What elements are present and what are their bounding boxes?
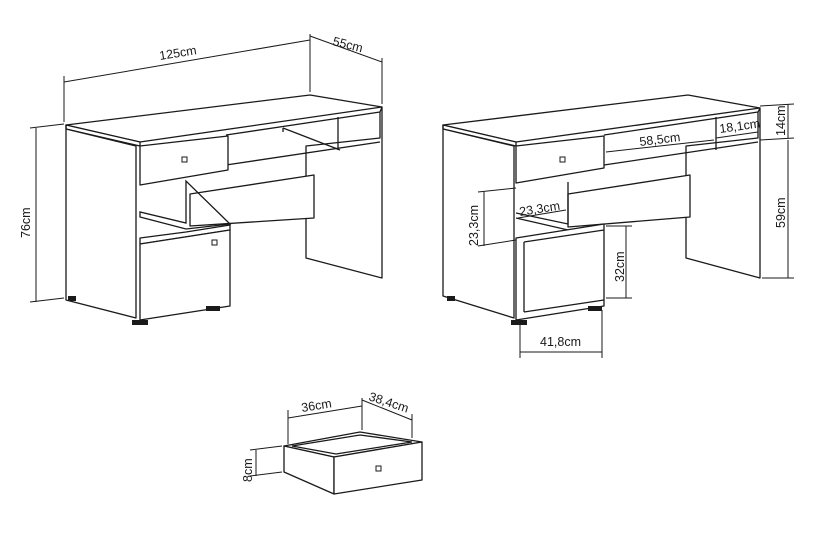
- upper-shelf-lines: [225, 111, 381, 136]
- foot-icon: [68, 296, 76, 301]
- dim-tick: [759, 137, 795, 141]
- upper-shelf-board: [225, 141, 381, 166]
- label-drawer-depth: 38,4cm: [367, 390, 410, 416]
- small-shelf-cube: [515, 182, 569, 225]
- desk-right-view: 14cm 59cm 18,1cm 58,5cm 23,3cm 23,3cm 32…: [442, 94, 795, 358]
- label-desk-width: 125cm: [158, 43, 197, 63]
- drawer-knob-icon: [559, 156, 566, 163]
- label-desk-height: 76cm: [19, 207, 33, 238]
- dim-line-inner-shelf: [715, 131, 759, 139]
- dim-tick: [249, 471, 283, 477]
- dim-line-width: [63, 39, 311, 83]
- desk-right-panel: [305, 106, 383, 279]
- foot-icon: [511, 320, 527, 325]
- dim-line-opening: [605, 139, 715, 153]
- label-drawer-width: 36cm: [300, 396, 332, 415]
- dim-line-drawer-width: [287, 405, 363, 419]
- label-desk-depth: 55cm: [331, 34, 364, 55]
- dim-tick: [759, 103, 795, 107]
- cabinet-shell: [515, 223, 605, 321]
- upper-shelf-board: [603, 141, 759, 166]
- desk-left-panel: [442, 124, 515, 319]
- cabinet-front: [139, 229, 231, 321]
- dim-tick: [477, 239, 517, 247]
- label-legroom-height: 59cm: [774, 197, 788, 228]
- label-drawer-height: 8cm: [241, 458, 255, 482]
- label-niche-height: 32cm: [613, 251, 627, 282]
- drawer-inner-rim: [291, 434, 413, 455]
- label-niche-width: 41,8cm: [540, 335, 581, 349]
- label-desk-opening-width: 58,5cm: [639, 130, 681, 149]
- desk-left-panel: [65, 124, 137, 319]
- label-inner-shelf-width: 18,1cm: [718, 116, 761, 136]
- niche-inner-bottom: [523, 299, 605, 313]
- dim-tick: [249, 445, 283, 451]
- dim-line-depth: [309, 35, 383, 63]
- cabinet-knob-icon: [211, 239, 218, 246]
- foot-icon: [588, 306, 602, 311]
- dim-tick: [29, 123, 65, 129]
- modesty-panel: [567, 174, 691, 228]
- label-small-shelf-height: 23,3cm: [467, 205, 481, 246]
- drawer-knob-icon: [181, 156, 188, 163]
- dim-line-drawer-depth: [361, 399, 413, 421]
- foot-icon: [206, 306, 220, 311]
- upper-shelf-divider-depth: [282, 127, 341, 151]
- label-top-shelf-height: 14cm: [774, 105, 788, 136]
- upper-shelf-lines: [603, 111, 759, 136]
- foot-icon: [447, 296, 455, 301]
- foot-icon: [132, 320, 148, 325]
- cabinet-top: [139, 224, 231, 245]
- drawer-knob-icon: [375, 465, 382, 472]
- desk-left-view: 125cm 55cm 76cm: [19, 34, 383, 325]
- dim-line-small-shelf-width: [517, 209, 567, 219]
- dim-tick: [29, 297, 65, 303]
- drawer-view: 36cm 38,4cm 8cm: [241, 390, 423, 495]
- small-shelf-cube: [139, 179, 232, 230]
- dim-tick: [477, 187, 517, 193]
- niche-inner-top: [523, 229, 605, 243]
- modesty-panel: [189, 174, 315, 227]
- label-small-shelf-width: 23,3cm: [518, 199, 561, 219]
